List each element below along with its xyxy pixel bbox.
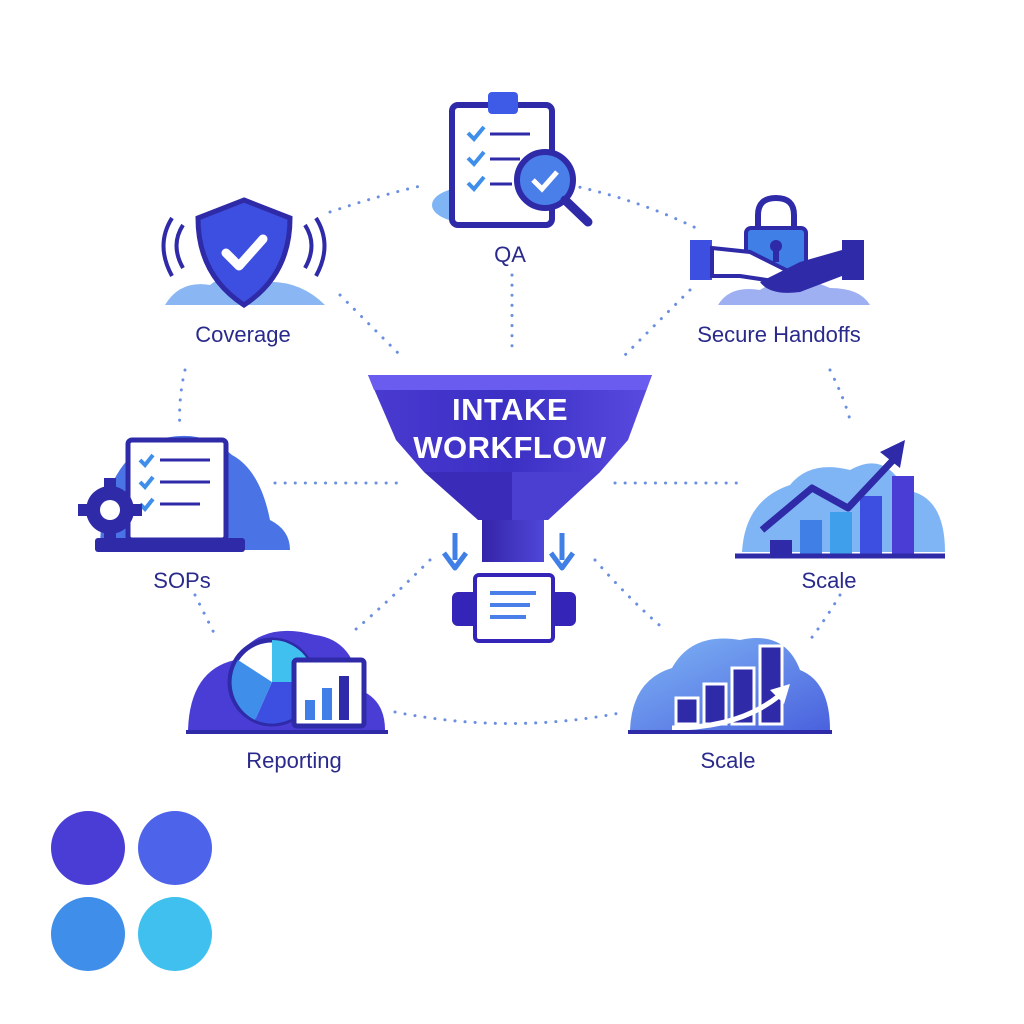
funnel-title-line2: WORKFLOW (413, 430, 607, 465)
swatch-4 (138, 897, 212, 971)
node-scale-bottom: Scale (628, 638, 832, 773)
node-coverage: Coverage (161, 197, 327, 347)
bar-chart-arrow-icon (628, 638, 832, 734)
connector-center-reporting (353, 558, 432, 632)
connector-handoffs-scale (828, 368, 852, 422)
node-label-secure-handoffs: Secure Handoffs (697, 322, 860, 347)
connector-sops-reporting (193, 593, 217, 637)
node-label-scale-bottom: Scale (700, 748, 755, 773)
node-label-qa: QA (494, 242, 526, 267)
growth-chart-icon (735, 440, 945, 559)
node-label-scale-right: Scale (801, 568, 856, 593)
funnel-highlight (368, 375, 652, 390)
connector-scale-scale (808, 593, 842, 642)
connector-coverage-sops (178, 368, 187, 432)
node-reporting: Reporting (186, 630, 388, 773)
funnel-neck-shade (512, 472, 600, 520)
funnel-title-line1: INTAKE (452, 392, 568, 427)
node-secure-handoffs: Secure Handoffs (690, 194, 870, 347)
connectors (178, 183, 852, 725)
color-palette (51, 811, 212, 971)
swatch-2 (138, 811, 212, 885)
node-qa: QA (432, 92, 593, 267)
lock-handshake-icon (690, 194, 870, 305)
connector-center-coverage (338, 293, 402, 357)
node-label-sops: SOPs (153, 568, 210, 593)
swatch-1 (51, 811, 125, 885)
checklist-gear-icon (78, 435, 290, 552)
node-label-reporting: Reporting (246, 748, 341, 773)
shield-check-icon (161, 197, 327, 308)
swatch-3 (51, 897, 125, 971)
node-label-coverage: Coverage (195, 322, 290, 347)
clipboard-check-magnifier-icon (432, 92, 593, 228)
connector-qa-handoffs (568, 183, 702, 232)
funnel-stem (482, 520, 544, 562)
document-tray-icon (452, 573, 576, 643)
down-arrow-icon (441, 533, 469, 571)
node-sops: SOPs (78, 435, 290, 593)
pie-bar-chart-icon (186, 630, 388, 734)
connector-center-handoffs (623, 288, 692, 357)
connector-center-scale-bottom (593, 558, 667, 632)
node-scale-right: Scale (735, 440, 945, 593)
connector-reporting-scale (393, 710, 627, 725)
intake-workflow-funnel: INTAKE WORKFLOW (368, 375, 652, 643)
funnel-top (368, 375, 652, 472)
connector-coverage-qa (328, 183, 427, 214)
down-arrow-icon (548, 533, 576, 571)
